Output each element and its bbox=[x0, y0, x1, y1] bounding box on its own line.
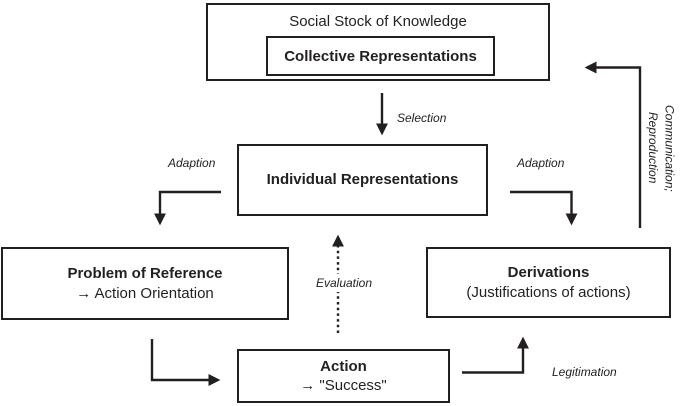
individual-representations-box: Individual Representations bbox=[237, 144, 488, 216]
communication-label-line1: Communication; bbox=[662, 104, 677, 192]
social-stock-title: Social Stock of Knowledge bbox=[289, 13, 467, 30]
legitimation-arrow bbox=[462, 336, 529, 374]
action-box: Action → "Success" bbox=[237, 349, 450, 403]
communication-arrow bbox=[584, 61, 642, 228]
individual-representations-label: Individual Representations bbox=[266, 171, 459, 189]
social-stock-box: Social Stock of Knowledge Collective Rep… bbox=[206, 3, 550, 81]
collective-representations-box: Collective Representations bbox=[266, 36, 495, 76]
selection-label: Selection bbox=[397, 111, 447, 125]
communication-label-line2: Reproduction bbox=[646, 112, 661, 184]
adaption-left-arrow bbox=[154, 190, 221, 226]
problem-to-action-arrow bbox=[150, 339, 221, 386]
evaluation-label: Evaluation bbox=[314, 274, 374, 292]
derivations-box: Derivations (Justifications of actions) bbox=[426, 247, 671, 318]
action-title: Action bbox=[320, 357, 367, 375]
communication-reproduction-label: Communication; Reproduction bbox=[645, 67, 677, 229]
collective-representations-label: Collective Representations bbox=[284, 47, 477, 65]
justifications-label: (Justifications of actions) bbox=[466, 283, 631, 301]
problem-of-reference-box: Problem of Reference → Action Orientatio… bbox=[1, 247, 289, 320]
action-orientation-label: → Action Orientation bbox=[76, 284, 214, 302]
derivations-title: Derivations bbox=[507, 264, 590, 281]
adaption-left-label: Adaption bbox=[168, 156, 216, 170]
adaption-right-arrow bbox=[510, 190, 578, 226]
legitimation-label: Legitimation bbox=[552, 365, 617, 379]
success-label: → "Success" bbox=[300, 377, 387, 394]
problem-of-reference-title: Problem of Reference bbox=[67, 265, 223, 282]
adaption-right-label: Adaption bbox=[517, 156, 565, 170]
